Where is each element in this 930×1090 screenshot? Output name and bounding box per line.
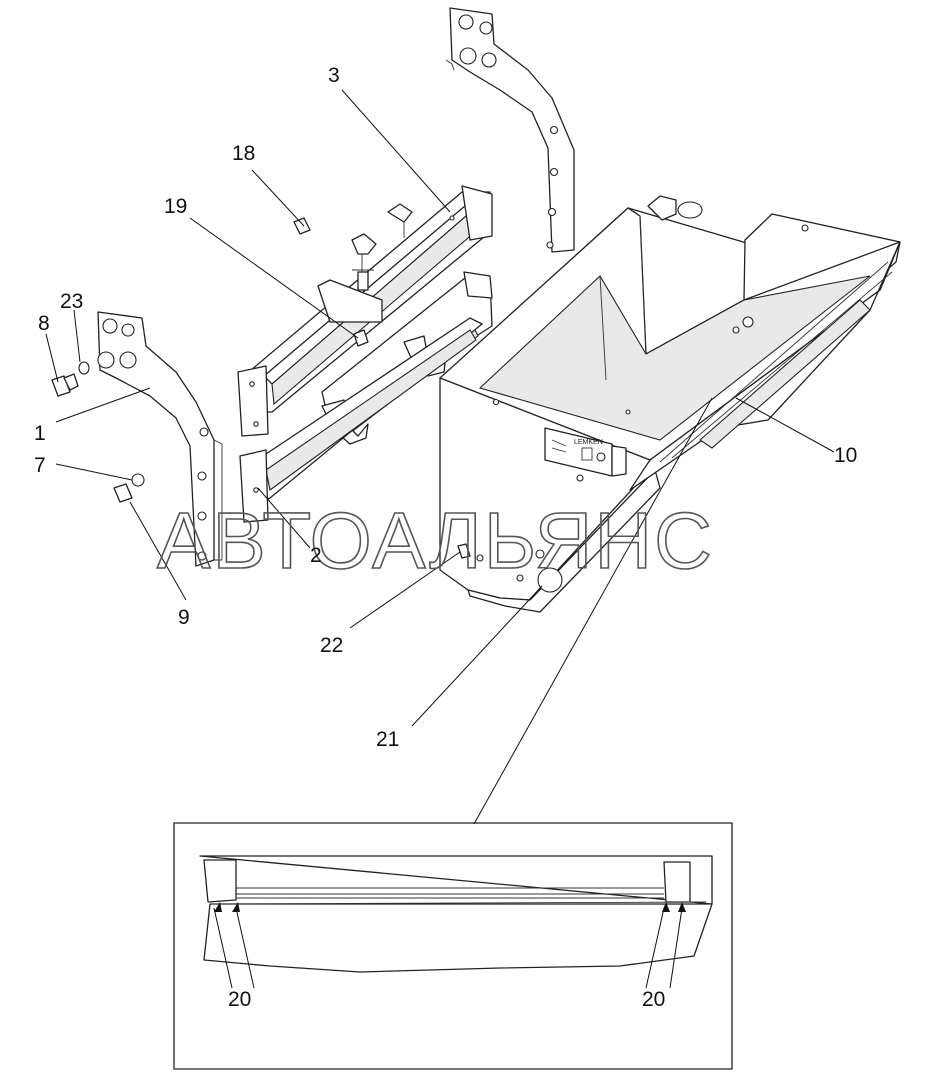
lower-crossbar bbox=[239, 317, 483, 523]
callout-3: 3 bbox=[328, 64, 340, 87]
callout-22: 22 bbox=[320, 634, 343, 657]
callouts: 3 18 19 23 8 1 7 9 2 10 22 21 20 20 bbox=[34, 64, 857, 1011]
watermark-text: АВТОАЛЬЯНС bbox=[157, 496, 714, 585]
callout-21: 21 bbox=[376, 728, 399, 751]
callout-20-right: 20 bbox=[642, 988, 665, 1011]
hardware bbox=[51, 217, 471, 559]
callout-23: 23 bbox=[60, 290, 83, 313]
left-bracket bbox=[97, 311, 223, 567]
callout-10: 10 bbox=[834, 444, 857, 467]
leader-lines bbox=[45, 89, 835, 989]
callout-18: 18 bbox=[232, 142, 255, 165]
callout-9: 9 bbox=[178, 606, 190, 629]
callout-19: 19 bbox=[164, 195, 187, 218]
callout-1: 1 bbox=[34, 422, 46, 445]
callout-20-left: 20 bbox=[228, 988, 251, 1011]
callout-7: 7 bbox=[34, 454, 46, 477]
callout-8: 8 bbox=[38, 312, 50, 335]
tray-body: LEMKEN bbox=[439, 195, 901, 613]
detail-inset bbox=[173, 822, 733, 1070]
svg-text:LEMKEN: LEMKEN bbox=[574, 439, 603, 446]
callout-2: 2 bbox=[310, 544, 322, 567]
right-bracket bbox=[445, 7, 575, 253]
